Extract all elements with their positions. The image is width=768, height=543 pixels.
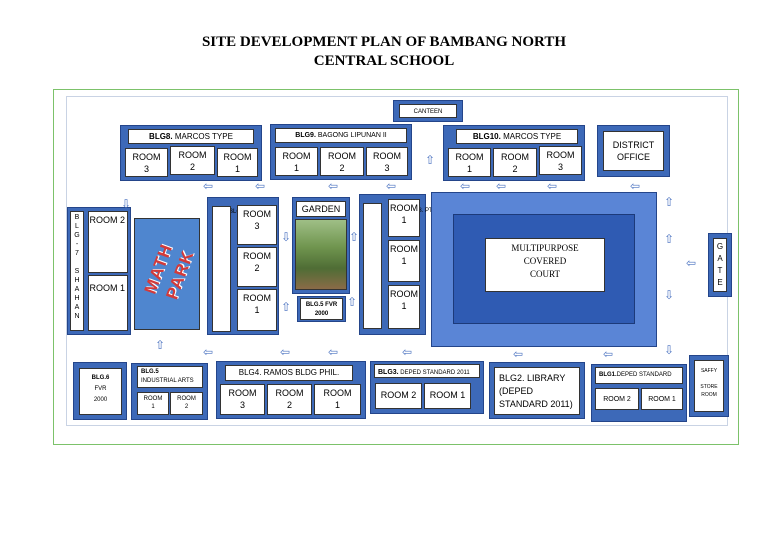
canteen-label: CANTEEN [399,104,457,118]
arrow-up-icon: ⇧ [664,232,675,246]
blg10-label: BLG10. MARCOS TYPE [456,129,578,144]
arrow-up-icon: ⇧ [155,338,166,352]
plan-title-line-2: CENTRAL SCHOOL [313,53,455,69]
blg7-vertical-label: B L G - 7 S H A H A N [70,211,84,331]
arrow-left-icon: ⇦ [402,345,413,359]
arrow-up-icon: ⇧ [281,300,292,314]
arrow-up-icon: ⇧ [347,295,358,309]
garden-photo [295,219,347,290]
arrow-left-icon: ⇦ [630,179,641,193]
arrow-left-icon: ⇦ [513,347,524,361]
blg4-label: BLG4. RAMOS BLDG PHIL. [225,365,353,381]
plan-title-line-1: SITE DEVELOPMENT PLAN OF BAMBANG NORTH [201,34,567,50]
blg8-label: BLG8. MARCOS TYPE [128,129,254,144]
arrow-left-icon: ⇦ [496,179,507,193]
site-frame [53,89,739,445]
arrow-down-icon: ⇩ [121,197,132,211]
arrow-up-icon: ⇧ [425,153,436,167]
blg9-label: BLG9. BAGONG LIPUNAN II [275,128,407,143]
arrow-left-icon: ⇦ [328,345,339,359]
arrow-left-icon: ⇦ [386,179,397,193]
blg1-room-2: ROOM 2 [595,388,639,410]
blg11-corridor [212,206,231,332]
blg1-label: BLG1.DEPED STANDARD [595,367,683,384]
math-park-image: MATH PARK [134,218,200,330]
arrow-left-icon: ⇦ [603,347,614,361]
blg1-room-1: ROOM 1 [641,388,683,410]
arrow-left-icon: ⇦ [203,345,214,359]
arrow-up-icon: ⇧ [349,230,360,244]
arrow-left-icon: ⇦ [203,179,214,193]
blg7-room-2: ROOM 2 [88,211,128,273]
arrow-left-icon: ⇦ [686,256,697,270]
blg3-room-2: ROOM 2 [375,383,422,409]
blg13-corridor [363,203,382,329]
arrow-down-icon: ⇩ [664,343,675,357]
arrow-left-icon: ⇦ [280,345,291,359]
garden-label: GARDEN [296,201,346,217]
arrow-left-icon: ⇦ [547,179,558,193]
arrow-left-icon: ⇦ [328,179,339,193]
gate-label: G A T E [713,238,727,292]
blg3-room-1: ROOM 1 [424,383,471,409]
arrow-down-icon: ⇩ [664,288,675,302]
blg13-label: BLG13. PTCA [403,208,442,214]
arrow-down-icon: ⇩ [281,230,292,244]
blg7-room-1: ROOM 1 [88,275,128,331]
blg3-label: BLG3. DEPED STANDARD 2011 [374,364,480,378]
arrow-up-icon: ⇧ [664,195,675,209]
arrow-left-icon: ⇦ [460,179,471,193]
arrow-left-icon: ⇦ [255,179,266,193]
